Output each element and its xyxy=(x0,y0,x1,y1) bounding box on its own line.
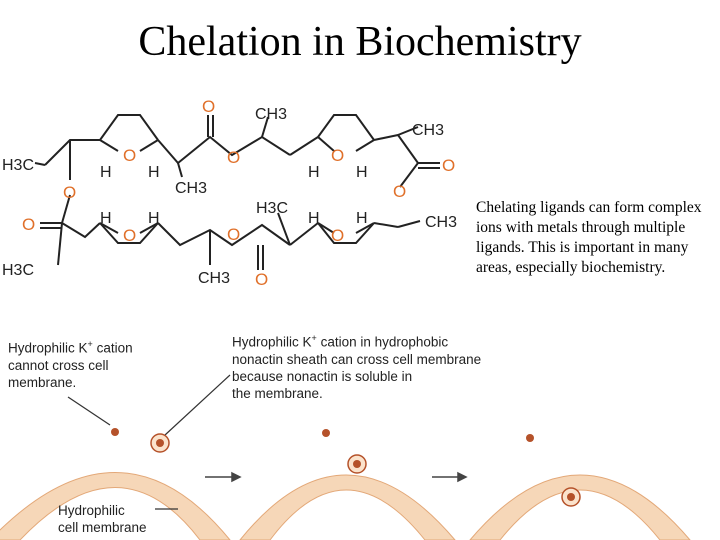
oxygen-ester-2: O xyxy=(393,182,406,201)
h-label-2: H xyxy=(148,164,160,181)
nonactin-structure: H3C H3C H3C CH3 CH3 CH3 CH3 CH3 H H H H … xyxy=(2,97,457,289)
oxygen-ring-1: O xyxy=(123,146,136,165)
ions xyxy=(111,428,581,507)
oxygen-ester-3: O xyxy=(63,183,76,202)
ion-free-2 xyxy=(322,429,330,437)
membrane-arch-3 xyxy=(469,474,691,540)
label-middle: Hydrophilic K+ cation in hydrophobic non… xyxy=(232,333,482,401)
ch3-label-2: CH3 xyxy=(412,122,444,139)
oxygen-labels: O O O O O O O O O O O O xyxy=(22,97,455,289)
h3c-label-3: H3C xyxy=(256,200,288,217)
h-label-8: H xyxy=(356,210,368,227)
oxygen-carbonyl-1: O xyxy=(202,97,215,116)
h-label-6: H xyxy=(148,210,160,227)
ion-free-1 xyxy=(111,428,119,436)
oxygen-ring-4: O xyxy=(331,226,344,245)
label-bottom: Hydrophilic cell membrane xyxy=(58,503,147,535)
h-label-4: H xyxy=(356,164,368,181)
structure-bonds xyxy=(34,114,440,270)
membrane-arch-1 xyxy=(0,472,231,540)
oxygen-carbonyl-3: O xyxy=(22,215,35,234)
caption-text: Chelating ligands can form complex ions … xyxy=(476,199,702,276)
ch3-label-3: CH3 xyxy=(175,180,207,197)
transition-arrows xyxy=(205,471,468,483)
oxygen-ester-4: O xyxy=(227,225,240,244)
label-left: Hydrophilic K+ cation cannot cross cell … xyxy=(8,339,133,390)
leader-lines xyxy=(67,374,231,510)
membrane-arch-2 xyxy=(239,474,456,540)
oxygen-ring-3: O xyxy=(123,226,136,245)
oxygen-ester-1: O xyxy=(227,148,240,167)
h-label-5: H xyxy=(100,210,112,227)
oxygen-carbonyl-4: O xyxy=(255,270,268,289)
ch3-label-5: CH3 xyxy=(198,270,230,287)
structure-labels: H3C H3C H3C CH3 CH3 CH3 CH3 CH3 H H H H … xyxy=(2,106,457,287)
h3c-label-1: H3C xyxy=(2,157,34,174)
oxygen-ring-2: O xyxy=(331,146,344,165)
h-label-7: H xyxy=(308,210,320,227)
h-label-3: H xyxy=(308,164,320,181)
h-label-1: H xyxy=(100,164,112,181)
h3c-label-2: H3C xyxy=(2,262,34,279)
slide-title: Chelation in Biochemistry xyxy=(138,19,582,65)
ch3-label-1: CH3 xyxy=(255,106,287,123)
ion-free-3 xyxy=(526,434,534,442)
oxygen-carbonyl-2: O xyxy=(442,156,455,175)
ch3-label-4: CH3 xyxy=(425,214,457,231)
